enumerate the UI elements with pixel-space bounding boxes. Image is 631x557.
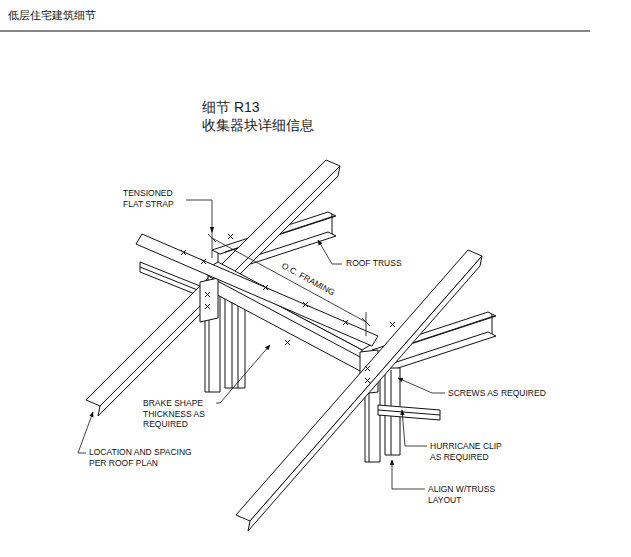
header-rule — [0, 31, 590, 32]
callout-label: HURRICANE CLIP AS REQUIRED — [429, 441, 515, 462]
page-header: 低层住宅建筑细节 — [8, 8, 96, 23]
callout-label: SCREWS AS REQUIRED — [447, 388, 547, 399]
callout-label: ROOF TRUSS — [345, 258, 403, 269]
callout-label: LOCATION AND SPACING PER ROOF PLAN — [88, 447, 210, 468]
detail-title: 细节 R13 收集器块详细信息 — [202, 98, 337, 134]
leader-lines — [78, 200, 445, 489]
framing-members — [86, 160, 496, 531]
callout-label: BRAKE SHAPE THICKNESS AS REQUIRED — [142, 398, 216, 430]
callout-label: TENSIONED FLAT STRAP — [122, 188, 186, 209]
screw-marks — [181, 234, 395, 383]
callout-label: ALIGN W/TRUSS LAYOUT — [427, 484, 511, 505]
